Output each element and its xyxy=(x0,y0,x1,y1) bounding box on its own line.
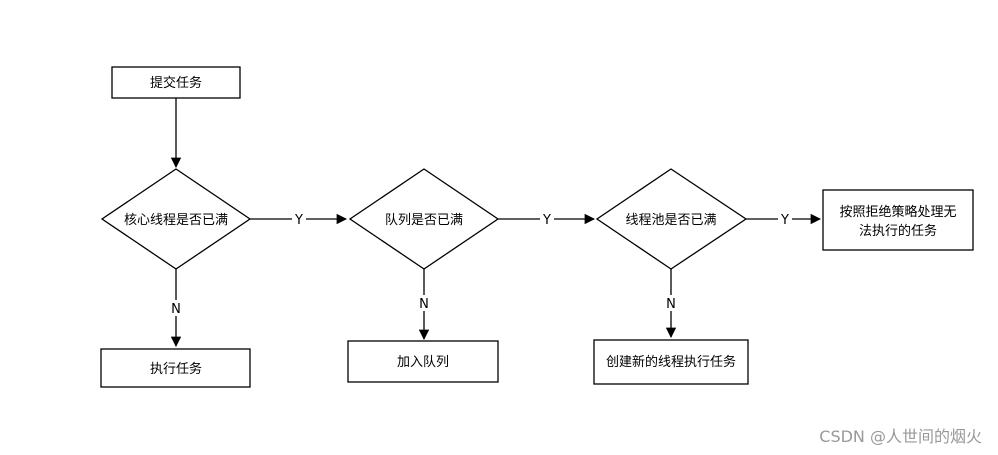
node-submit-task-label: 提交任务 xyxy=(150,75,202,91)
node-enqueue xyxy=(347,340,499,383)
node-queue-full-label: 队列是否已满 xyxy=(385,213,463,228)
node-execute-task-label: 执行任务 xyxy=(150,361,202,377)
node-queue-full-decision xyxy=(348,168,500,270)
node-execute-task xyxy=(100,348,251,388)
edge-label-pool-to-new-thread: N xyxy=(666,297,676,312)
edge-label-queue-to-pool: Y xyxy=(542,213,551,228)
edge-label-core-to-execute: N xyxy=(171,302,181,317)
node-submit-task xyxy=(111,66,241,99)
node-new-thread-label: 创建新的线程执行任务 xyxy=(606,354,736,370)
node-core-full-label: 核心线程是否已满 xyxy=(124,213,228,228)
edge-label-pool-to-reject: Y xyxy=(780,213,789,228)
node-new-thread xyxy=(593,339,749,385)
node-reject-policy-label-line1: 按照拒绝策略处理无 xyxy=(839,204,956,220)
node-enqueue-label: 加入队列 xyxy=(397,355,449,370)
node-pool-full-label: 线程池是否已满 xyxy=(625,213,716,228)
node-reject-policy xyxy=(822,189,974,251)
node-core-full-decision xyxy=(100,168,252,270)
csdn-watermark: CSDN @人世间的烟火 xyxy=(819,427,982,446)
node-reject-policy-label-line2: 法执行的任务 xyxy=(859,223,937,239)
edge-label-queue-to-enqueue: N xyxy=(419,297,429,312)
edge-label-core-to-queue: Y xyxy=(294,213,303,228)
node-pool-full-decision xyxy=(595,168,748,270)
